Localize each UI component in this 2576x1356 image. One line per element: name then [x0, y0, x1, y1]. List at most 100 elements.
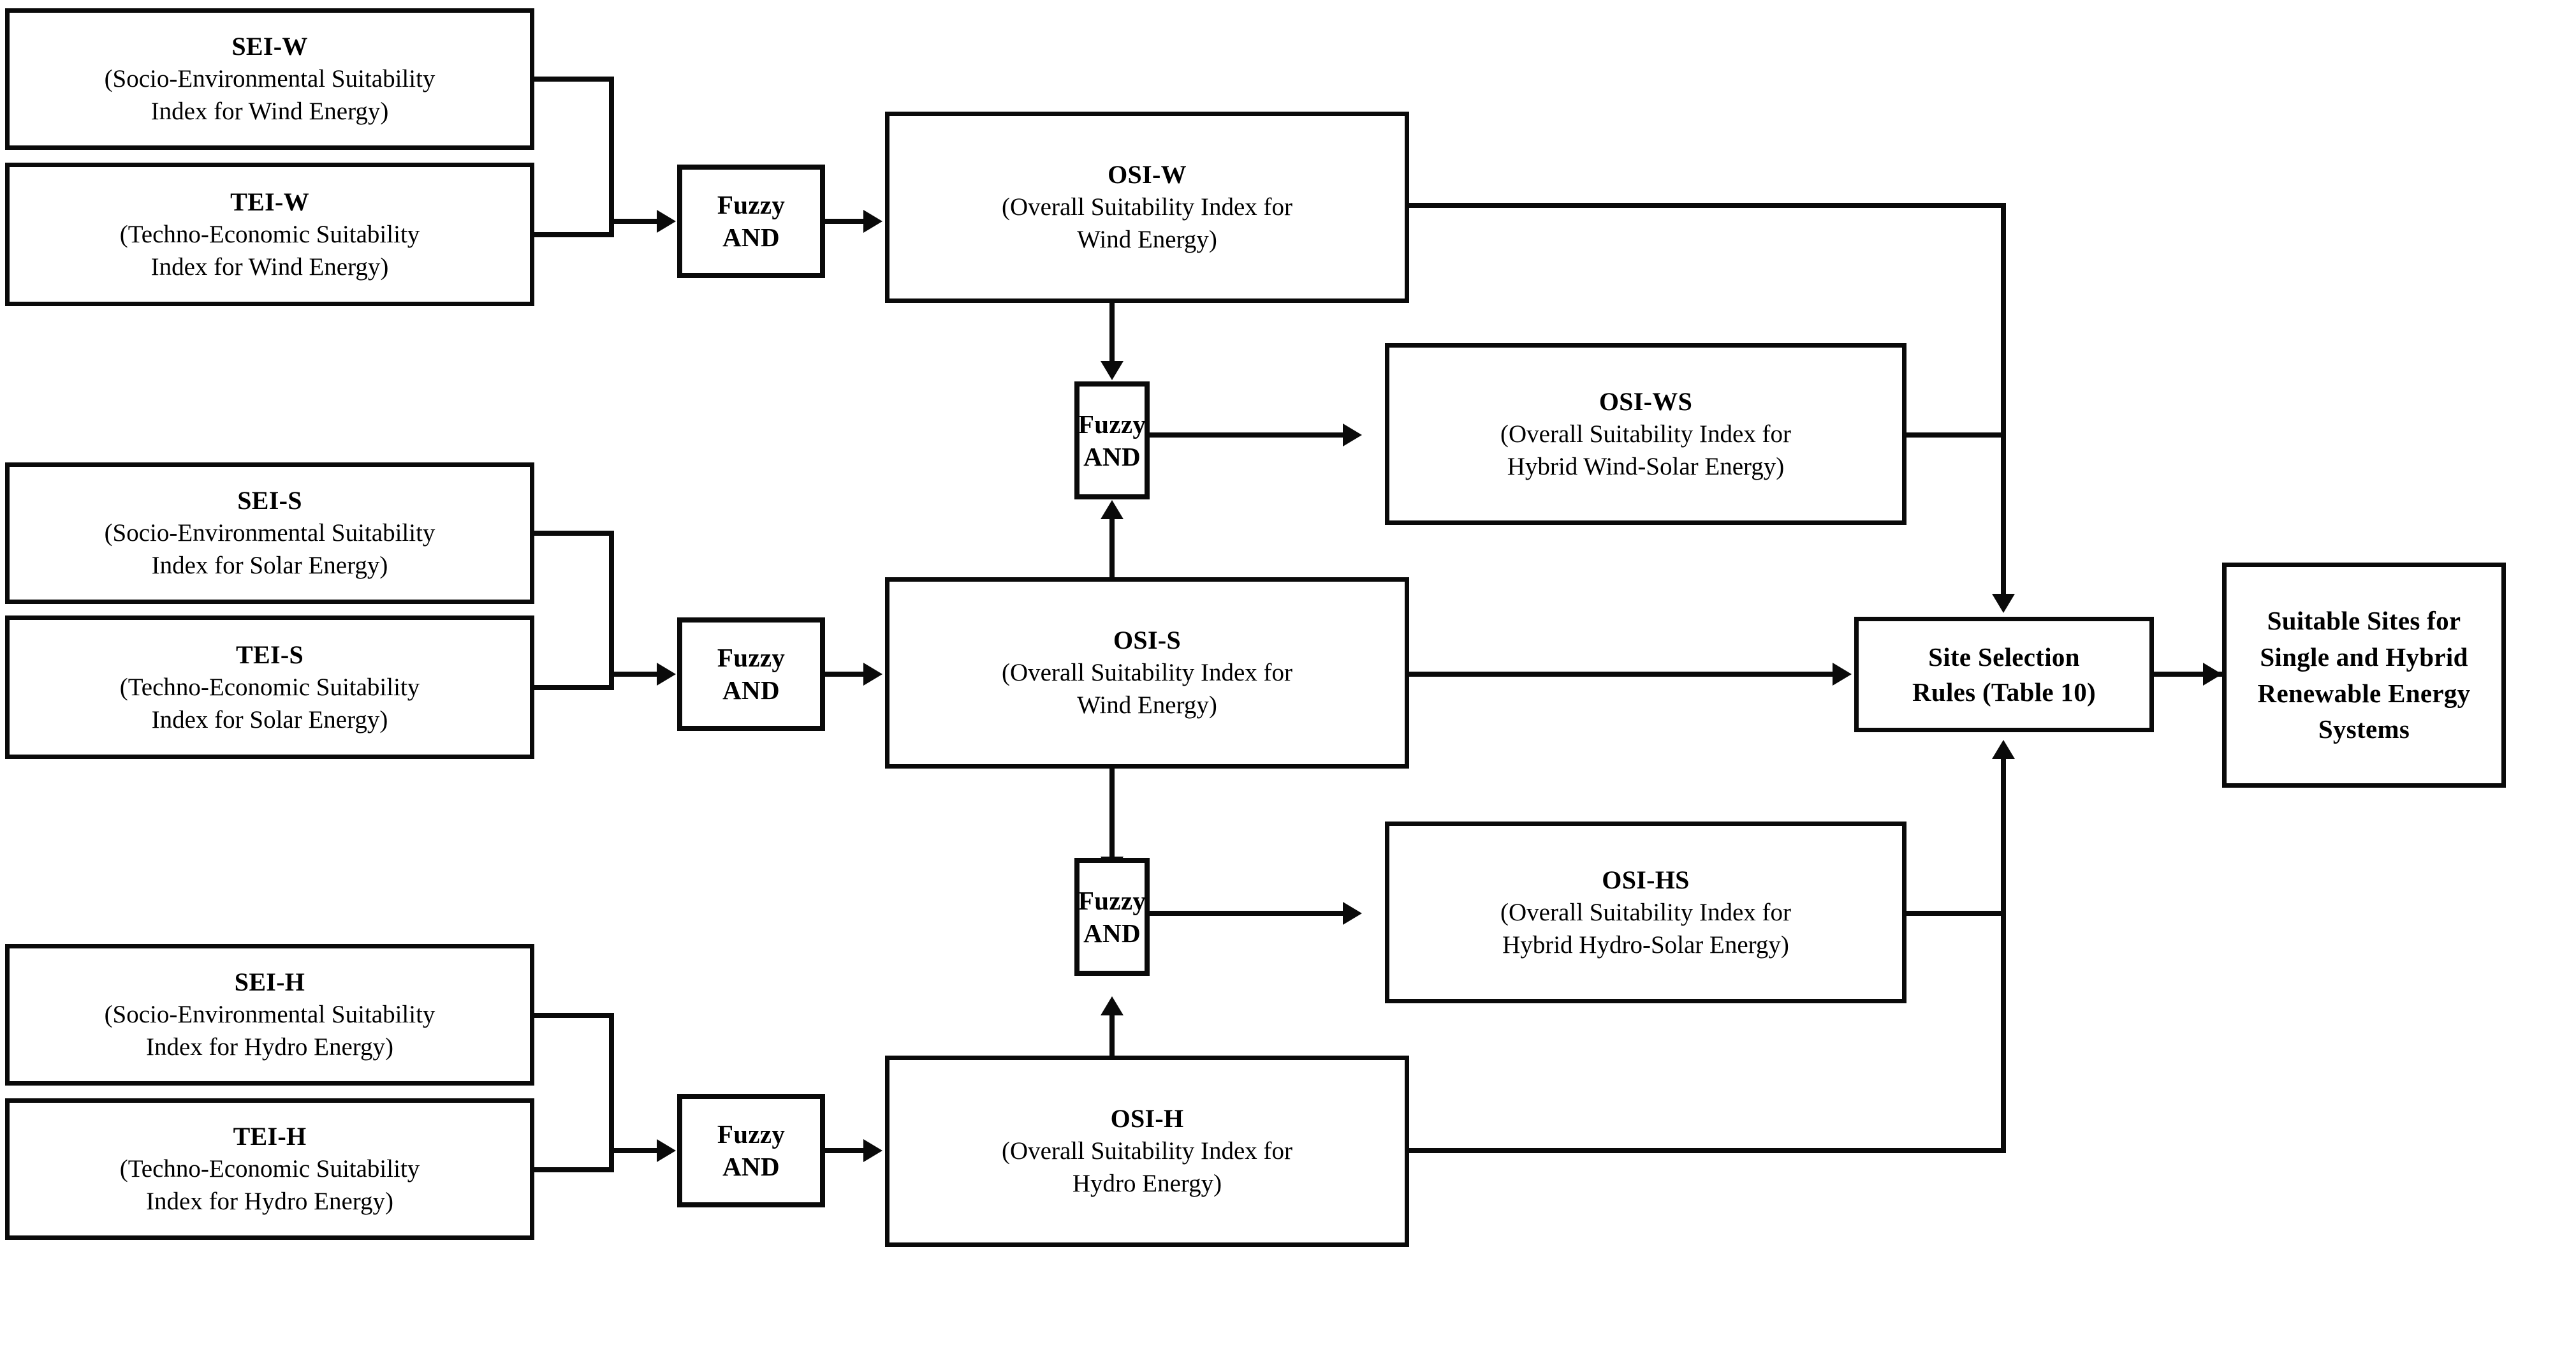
node-tei-s-desc-line2: Index for Solar Energy) [151, 705, 388, 733]
gate-fuzzy-and-hydro-solar[interactable]: Fuzzy AND [1074, 858, 1150, 976]
connector-hydro-bracket [609, 1013, 614, 1172]
node-tei-h[interactable]: TEI-H (Techno-Economic Suitability Index… [5, 1098, 534, 1240]
node-osi-hs-desc-line2: Hybrid Hydro-Solar Energy) [1502, 931, 1789, 959]
gate-solar-line1: Fuzzy [717, 643, 786, 673]
connector-osiw-right [1409, 203, 2006, 208]
node-osi-hs-desc: (Overall Suitability Index for Hybrid Hy… [1500, 897, 1791, 961]
node-sei-s[interactable]: SEI-S (Socio-Environmental Suitability I… [5, 462, 534, 604]
connector-osis-to-hsgate-b [1109, 769, 1115, 858]
output-line2: Single and Hybrid [2260, 642, 2468, 672]
node-tei-s[interactable]: TEI-S (Techno-Economic Suitability Index… [5, 615, 534, 759]
node-sei-h-desc: (Socio-Environmental Suitability Index f… [105, 999, 435, 1063]
gate-fuzzy-and-hydro-label: Fuzzy AND [717, 1118, 785, 1183]
node-tei-w[interactable]: TEI-W (Techno-Economic Suitability Index… [5, 163, 534, 306]
node-osi-ws[interactable]: OSI-WS (Overall Suitability Index for Hy… [1385, 343, 1906, 525]
node-tei-s-code: TEI-S [236, 640, 304, 669]
node-sei-h-desc-line2: Index for Hydro Energy) [145, 1033, 394, 1061]
arrowhead-into-osiws [1343, 424, 1362, 446]
connector-wind-bracket [609, 77, 614, 237]
node-osi-h-desc-line1: (Overall Suitability Index for [1002, 1137, 1292, 1165]
node-osi-w-desc-line2: Wind Energy) [1077, 226, 1217, 253]
gate-wind-line2: AND [722, 223, 780, 252]
gate-fuzzy-and-hydro-solar-label: Fuzzy AND [1078, 885, 1146, 950]
node-tei-w-desc-line2: Index for Wind Energy) [150, 253, 389, 281]
gate-hs-line2: AND [1083, 918, 1141, 948]
node-osi-h[interactable]: OSI-H (Overall Suitability Index for Hyd… [885, 1056, 1409, 1247]
connector-wind-bracket-to-gate [609, 219, 658, 224]
node-osi-w[interactable]: OSI-W (Overall Suitability Index for Win… [885, 112, 1409, 303]
connector-hydro-gate-to-osih [825, 1148, 865, 1153]
node-sei-w-desc-line1: (Socio-Environmental Suitability [104, 65, 435, 93]
connector-osih-to-hsgate [1109, 1014, 1115, 1058]
gate-solar-line2: AND [722, 675, 780, 705]
connector-sei-s-out [534, 531, 614, 536]
arrowhead-up-into-hs-gate [1101, 996, 1123, 1015]
connector-wind-gate-to-osiw [825, 219, 865, 224]
gate-hydro-line1: Fuzzy [717, 1119, 786, 1149]
node-osi-hs-code: OSI-HS [1602, 865, 1690, 894]
node-sei-h-code: SEI-H [234, 968, 305, 997]
gate-fuzzy-and-wind-label: Fuzzy AND [717, 189, 785, 254]
node-sei-w-desc: (Socio-Environmental Suitability Index f… [105, 63, 435, 128]
node-osi-s[interactable]: OSI-S (Overall Suitability Index for Win… [885, 577, 1409, 769]
connector-trunk-up-to-site-rules [2001, 759, 2006, 1153]
connector-osih-right [1409, 1148, 2006, 1153]
arrowhead-into-osis [863, 663, 882, 686]
arrowhead-into-ws-gate [1101, 361, 1123, 380]
connector-solar-gate-to-osis [825, 672, 865, 677]
node-osi-h-desc: (Overall Suitability Index for Hydro Ene… [1002, 1135, 1292, 1200]
node-sei-s-desc-line1: (Socio-Environmental Suitability [104, 519, 435, 547]
gate-hs-line1: Fuzzy [1078, 885, 1146, 915]
node-tei-w-code: TEI-W [230, 187, 309, 216]
node-osi-w-desc-line1: (Overall Suitability Index for [1002, 193, 1292, 221]
arrowhead-into-osihs [1343, 902, 1362, 925]
site-rules-line2: Rules (Table 10) [1912, 677, 2097, 707]
arrowhead-up-into-ws-gate [1101, 500, 1123, 519]
node-sei-s-desc-line2: Index for Solar Energy) [151, 552, 388, 579]
node-osi-hs-desc-line1: (Overall Suitability Index for [1500, 898, 1791, 926]
connector-site-rules-to-output [2154, 672, 2224, 677]
node-sei-s-code: SEI-S [237, 486, 302, 515]
connector-hsgate-to-osihs [1150, 911, 1345, 916]
arrowhead-into-wind-gate [657, 210, 676, 233]
node-site-selection-rules[interactable]: Site Selection Rules (Table 10) [1854, 617, 2154, 732]
gate-fuzzy-and-hydro[interactable]: Fuzzy AND [677, 1094, 825, 1207]
gate-fuzzy-and-wind-solar-label: Fuzzy AND [1078, 408, 1146, 473]
node-sei-h[interactable]: SEI-H (Socio-Environmental Suitability I… [5, 944, 534, 1086]
arrowhead-into-hydro-gate [657, 1139, 676, 1162]
node-tei-h-code: TEI-H [233, 1122, 307, 1151]
connector-tei-s-out [534, 685, 614, 690]
arrowhead-into-output [2203, 663, 2222, 686]
node-tei-w-desc-line1: (Techno-Economic Suitability [119, 220, 420, 248]
gate-wind-line1: Fuzzy [717, 190, 786, 220]
output-line3: Renewable Energy [2257, 678, 2471, 708]
node-tei-s-desc-line1: (Techno-Economic Suitability [119, 673, 420, 701]
node-tei-h-desc-line1: (Techno-Economic Suitability [119, 1155, 420, 1183]
node-osi-s-code: OSI-S [1113, 626, 1181, 655]
node-tei-h-desc-line2: Index for Hydro Energy) [145, 1188, 394, 1215]
arrowhead-into-site-rules-left [1833, 663, 1852, 686]
node-output-label: Suitable Sites for Single and Hybrid Ren… [2258, 603, 2471, 747]
gate-fuzzy-and-solar[interactable]: Fuzzy AND [677, 617, 825, 731]
node-osi-ws-desc: (Overall Suitability Index for Hybrid Wi… [1500, 418, 1791, 483]
connector-sei-h-out [534, 1013, 614, 1018]
node-sei-h-desc-line1: (Socio-Environmental Suitability [104, 1001, 435, 1029]
node-osi-h-code: OSI-H [1110, 1104, 1184, 1133]
connector-tei-w-out [534, 232, 614, 237]
node-osi-ws-code: OSI-WS [1599, 387, 1693, 416]
connector-osiw-to-wsgate [1109, 303, 1115, 364]
node-output-suitable-sites[interactable]: Suitable Sites for Single and Hybrid Ren… [2222, 563, 2506, 788]
connector-wsgate-to-osiws [1150, 432, 1345, 438]
output-line4: Systems [2318, 714, 2410, 744]
connector-osis-to-wsgate [1109, 518, 1115, 579]
gate-hydro-line2: AND [722, 1152, 780, 1181]
arrowhead-into-solar-gate [657, 663, 676, 686]
gate-fuzzy-and-wind-solar[interactable]: Fuzzy AND [1074, 381, 1150, 499]
node-tei-s-desc: (Techno-Economic Suitability Index for S… [120, 672, 420, 736]
node-sei-w[interactable]: SEI-W (Socio-Environmental Suitability I… [5, 8, 534, 150]
connector-osis-to-site-rules [1409, 672, 1835, 677]
output-line1: Suitable Sites for [2267, 606, 2461, 636]
node-tei-w-desc: (Techno-Economic Suitability Index for W… [120, 219, 420, 283]
node-osi-hs[interactable]: OSI-HS (Overall Suitability Index for Hy… [1385, 822, 1906, 1003]
gate-fuzzy-and-wind[interactable]: Fuzzy AND [677, 165, 825, 278]
